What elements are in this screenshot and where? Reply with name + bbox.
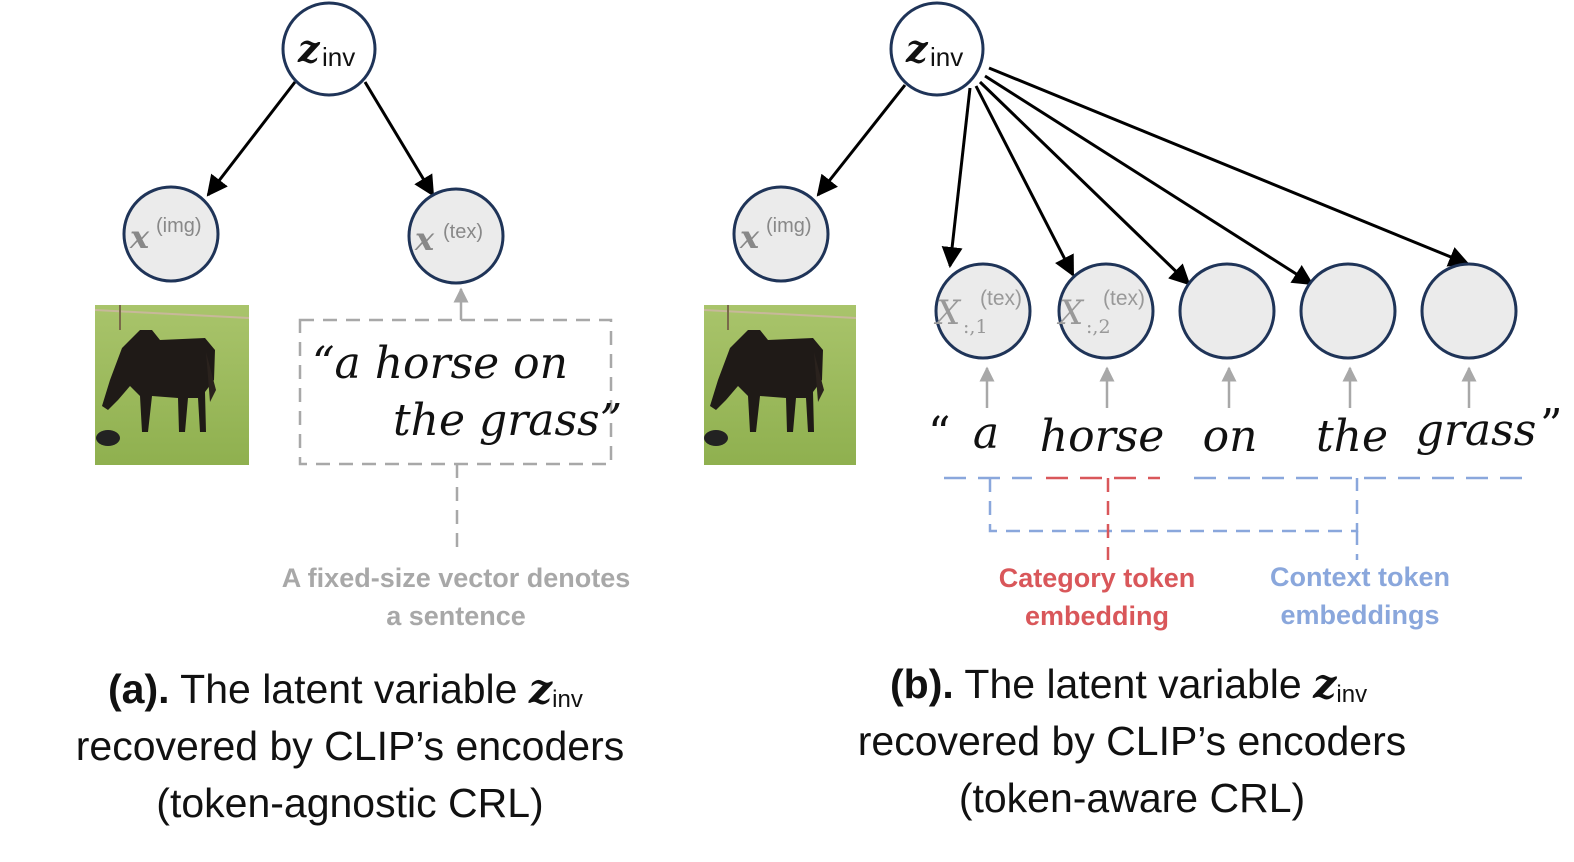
edge-z-to-token-1 xyxy=(941,87,972,269)
svg-text:x: x xyxy=(414,220,435,258)
edge-z-to-token-5 xyxy=(988,66,1470,267)
svg-text:z: z xyxy=(905,26,929,71)
token-node-3 xyxy=(1178,262,1276,360)
word-horse: horse xyxy=(1040,411,1164,462)
category-label-line2: embedding xyxy=(1025,601,1169,631)
caption-b-line3: (token-aware CRL) xyxy=(959,775,1305,821)
edge-z-to-token-2 xyxy=(974,85,1075,277)
svg-text:(tex): (tex) xyxy=(1103,287,1145,310)
sentence-box xyxy=(298,318,613,466)
svg-text:inv: inv xyxy=(322,42,355,72)
open-quote: “ xyxy=(928,408,951,459)
caption-b-line1: (b). The latent variable zinv xyxy=(890,660,1367,708)
sentence-line1: “a horse on xyxy=(312,338,568,389)
edge-z-to-img-b xyxy=(816,84,907,197)
svg-text::,2: :,2 xyxy=(1086,316,1111,338)
word-on: on xyxy=(1203,411,1258,462)
category-label-line1: Category token xyxy=(999,563,1196,593)
x-img-node-b: x (img) xyxy=(732,185,830,283)
svg-text:(img): (img) xyxy=(156,215,202,237)
svg-text:(tex): (tex) xyxy=(443,221,483,243)
context-label-line2: embeddings xyxy=(1280,600,1439,630)
caption-a-line3: (token-agnostic CRL) xyxy=(156,780,543,826)
note-line1: A fixed-size vector denotes xyxy=(282,563,631,593)
context-label-line1: Context token xyxy=(1270,562,1450,592)
token-node-4 xyxy=(1299,262,1397,360)
word-the: the xyxy=(1316,411,1388,462)
panel-b: z inv x (img) X (tex) :,1 X (te xyxy=(703,1,1563,821)
note-line2: a sentence xyxy=(386,601,526,631)
word-grass: grass xyxy=(1416,405,1537,456)
caption-a-line1: (a). The latent variable zinv xyxy=(108,665,583,713)
token-node-5 xyxy=(1420,262,1518,360)
edge-z-to-tex-a xyxy=(363,81,435,197)
svg-text:(img): (img) xyxy=(766,215,812,237)
edge-z-to-token-4 xyxy=(984,74,1314,286)
svg-text::,1: :,1 xyxy=(963,316,988,338)
horse-image-b xyxy=(703,305,857,465)
caption-b-line2: recovered by CLIP’s encoders xyxy=(858,718,1406,764)
svg-text:(tex): (tex) xyxy=(980,287,1022,310)
word-a: a xyxy=(973,408,999,459)
token-node-1: X (tex) :,1 xyxy=(933,262,1032,360)
z-inv-node-b: z inv xyxy=(889,1,985,97)
svg-text:X: X xyxy=(933,293,962,333)
svg-text:inv: inv xyxy=(930,42,963,72)
horse-image-a xyxy=(94,305,250,465)
edge-z-to-token-3 xyxy=(978,80,1191,286)
token-node-2: X (tex) :,2 xyxy=(1056,262,1155,360)
x-tex-node-a: x (tex) xyxy=(407,187,505,285)
panel-a: z inv x (img) x (tex) “a horse on xyxy=(76,1,631,826)
svg-text:x: x xyxy=(129,218,150,256)
svg-text:z: z xyxy=(297,26,321,71)
caption-a-line2: recovered by CLIP’s encoders xyxy=(76,723,624,769)
sentence-line2: the grass” xyxy=(393,395,622,446)
x-img-node-a: x (img) xyxy=(122,185,220,283)
edge-z-to-img-a xyxy=(206,81,297,197)
context-bracket xyxy=(988,478,1359,533)
svg-text:x: x xyxy=(739,218,760,256)
svg-text:X: X xyxy=(1056,293,1085,333)
close-quote: ” xyxy=(1540,400,1563,451)
z-inv-node-a: z inv xyxy=(281,1,377,97)
